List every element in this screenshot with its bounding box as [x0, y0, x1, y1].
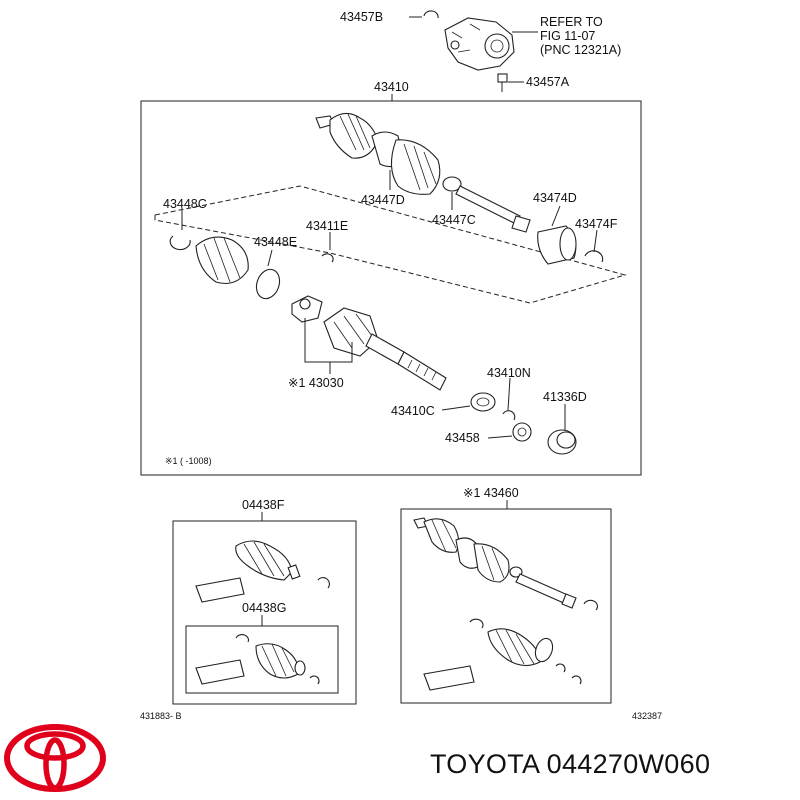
- label-43448c: 43448C: [163, 197, 207, 211]
- inner-boot-43448e: [195, 236, 249, 285]
- label-43457b: 43457B: [340, 10, 383, 24]
- code-left: 431883- B: [140, 711, 182, 721]
- refer-line-3: (PNC 12321A): [540, 43, 621, 57]
- refer-line-1: REFER TO: [540, 15, 603, 29]
- clamp-kit-d: [583, 599, 598, 611]
- inner-boot-kit: [255, 643, 299, 679]
- tripod-joint: [291, 295, 323, 323]
- label-43410c: 43410C: [391, 404, 435, 418]
- label-43474d: 43474D: [533, 191, 577, 205]
- clamp-kit-e: [469, 618, 484, 629]
- dynamic-damper-43474d: [537, 225, 577, 265]
- ring-43448e: [255, 268, 281, 300]
- ring-kit-right: [534, 637, 554, 663]
- plate-43458: [512, 422, 532, 442]
- brand-part-number: TOYOTA 044270W060: [430, 749, 710, 779]
- clamp-43474f: [584, 250, 604, 263]
- boot-kit-right: [487, 628, 541, 667]
- kit-43460-frame: [400, 508, 612, 704]
- label-43410n: 43410N: [487, 366, 531, 380]
- grease-pack-right: [423, 665, 475, 691]
- bearing-43410c: [470, 392, 496, 412]
- clip-43457b: [423, 10, 439, 19]
- label-43457a: 43457A: [526, 75, 570, 89]
- clamp-kit-b: [235, 634, 249, 643]
- label-43460: ※1 43460: [463, 486, 519, 500]
- clamp-kit-c: [309, 675, 320, 685]
- outer-boot-kit: [235, 540, 301, 581]
- snap-ring-43410n: [502, 410, 516, 421]
- clamp-kit-a: [317, 577, 330, 589]
- refer-line-2: FIG 11-07: [540, 29, 595, 43]
- code-right: 432387: [632, 711, 662, 721]
- grease-pack-2: [195, 659, 245, 685]
- label-43447d: 43447D: [361, 193, 405, 207]
- label-43411e: 43411E: [306, 219, 348, 233]
- label-04438f: 04438F: [242, 498, 285, 512]
- grease-pack: [195, 577, 245, 603]
- label-43030: ※1 43030: [288, 376, 344, 390]
- label-41336d: 41336D: [543, 390, 587, 404]
- kit-04438f-frame: [172, 520, 357, 705]
- kit-04438g-frame: [185, 625, 339, 694]
- label-43410: 43410: [374, 80, 409, 94]
- clamp-43448c: [169, 235, 191, 251]
- seal-41336d: [547, 429, 577, 455]
- inner-joint-43030: [323, 307, 447, 391]
- label-43448e: 43448E: [254, 235, 297, 249]
- label-04438g: 04438G: [242, 601, 286, 615]
- toyota-logo: [4, 724, 106, 792]
- snap-kit-right: [555, 663, 566, 673]
- outer-joint-shaft: [315, 112, 531, 233]
- shaft-assembly-kit: [413, 517, 577, 609]
- label-43458: 43458: [445, 431, 480, 445]
- main-assembly-frame: [140, 100, 642, 476]
- steering-knuckle: [444, 17, 515, 71]
- bolt-43457a: [497, 73, 508, 92]
- kit-dashed-outline: [154, 185, 627, 304]
- clamp-kit-f: [571, 675, 582, 685]
- snap-ring-43411e: [321, 253, 334, 263]
- label-43474f: 43474F: [575, 217, 618, 231]
- ring-kit: [294, 660, 306, 676]
- label-43447c: 43447C: [432, 213, 476, 227]
- footnote-main: ※1 ( -1008): [165, 456, 212, 466]
